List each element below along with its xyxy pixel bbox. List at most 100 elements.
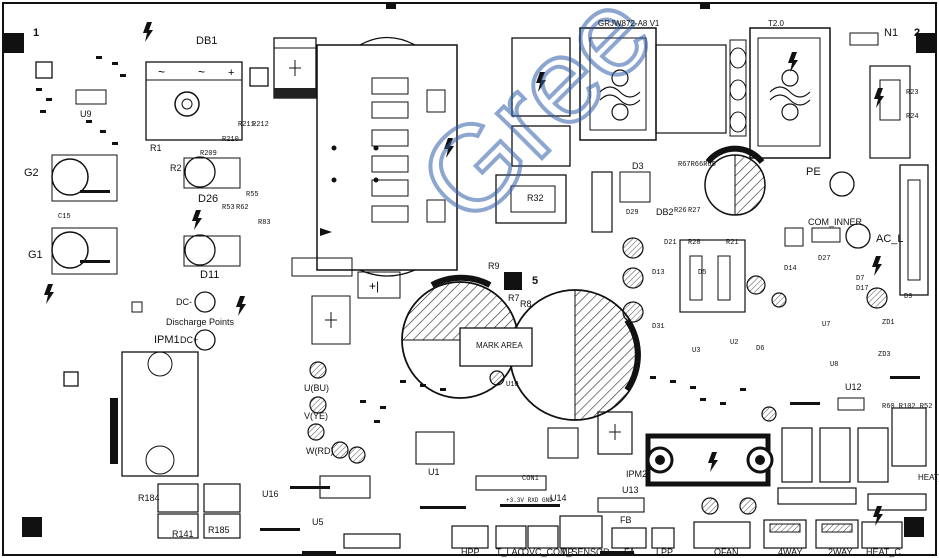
mount-pad-br	[904, 517, 924, 537]
d7-label: D7	[856, 275, 865, 283]
r7-label: R7	[508, 293, 520, 303]
d14-label: D14	[784, 265, 797, 273]
svg-text:~: ~	[158, 65, 165, 79]
connector-lpp: LPP	[656, 547, 674, 557]
c15-label: C15	[58, 213, 71, 221]
n1-label: N1	[884, 27, 899, 39]
corner-1-label: 1	[33, 27, 40, 39]
r26-label: R26	[674, 207, 687, 215]
u13-label: U13	[622, 485, 639, 495]
u7-label: U7	[822, 321, 831, 329]
r83-label: R83	[258, 219, 271, 227]
r210-label: R210	[222, 136, 239, 144]
d31-label: D31	[652, 323, 665, 331]
connector-t-lac: T_LAC	[496, 547, 525, 557]
mount-pad-tl	[4, 33, 24, 53]
connector-hpp: HPP	[461, 547, 480, 557]
connector-ofan: OFAN	[714, 547, 739, 557]
connector-fa: FA	[624, 547, 636, 557]
u2-label: U2	[730, 339, 739, 347]
zd1-label: ZD1	[882, 319, 895, 327]
zd3-label: ZD3	[878, 351, 891, 359]
r141-label: R141	[172, 529, 194, 539]
r55-label: R55	[246, 191, 259, 199]
mount-pad-bl	[22, 517, 42, 537]
g2-label: G2	[24, 167, 39, 179]
db1-label: DB1	[196, 35, 218, 47]
d29-label: D29	[626, 209, 639, 217]
r1-label: R1	[150, 143, 162, 153]
u12-label: U12	[845, 382, 862, 392]
u1-label: U1	[428, 467, 440, 477]
r2-label: R2	[170, 163, 182, 173]
five-label: 5	[532, 275, 539, 287]
fb-label: FB	[620, 515, 632, 525]
heat-right-label: HEAT_	[918, 473, 939, 482]
d21-label: D21	[664, 239, 677, 247]
svg-text:+|: +|	[369, 279, 379, 293]
svg-text:~: ~	[198, 65, 205, 79]
u9-label: U9	[80, 109, 92, 119]
r32-label: R32	[527, 193, 544, 203]
r185-label: R185	[208, 525, 230, 535]
svg-text:+: +	[228, 67, 234, 79]
connector-2way: 2WAY	[828, 547, 853, 557]
con1-label: CON1	[522, 475, 539, 483]
v-ye-label: V(YE)	[304, 411, 329, 421]
r53-label: R53	[222, 204, 235, 212]
r211-label: R211	[238, 121, 255, 129]
d5-label: D5	[698, 269, 707, 277]
r23-label: R23	[906, 89, 919, 97]
u16-label: U16	[262, 489, 279, 499]
r27-label: R27	[688, 207, 701, 215]
u3-label: U3	[692, 347, 701, 355]
r9-label: R9	[488, 261, 500, 271]
r212-label: R212	[252, 121, 269, 129]
d13-label: D13	[652, 269, 665, 277]
d3-label: D3	[632, 161, 644, 171]
connector-heat-c: HEAT_C	[866, 547, 901, 557]
mark-area-label: MARK AREA	[476, 341, 523, 350]
dc-plus-label: DC+	[180, 335, 199, 345]
ac-l-label: AC_L	[876, 233, 904, 245]
d6-label: D6	[756, 345, 765, 353]
connector-t-sensor: T_SENSOR	[561, 547, 610, 557]
connector-4way: 4WAY	[778, 547, 803, 557]
model-label: GRJW872-A8 V1	[598, 19, 660, 28]
pe-label: PE	[806, 166, 821, 178]
w-rd-label: W(RD)	[306, 446, 334, 456]
r28-label: R28	[688, 239, 701, 247]
u8-label: U8	[830, 361, 839, 369]
ipm1-label: IPM1	[154, 334, 180, 346]
u5-label: U5	[312, 517, 324, 527]
ipm2-label: IPM2	[626, 469, 648, 479]
discharge-points-label: Discharge Points	[166, 317, 235, 327]
transformer-label: T2.0	[768, 19, 785, 28]
r184-label: R184	[138, 493, 160, 503]
u10-label: U10	[506, 381, 519, 389]
u14-label: U14	[550, 493, 567, 503]
mount-pad-tr	[916, 33, 936, 53]
d9-label: D9	[904, 293, 913, 301]
r60-label: R60 R102 R52	[882, 403, 933, 411]
r21-label: R21	[726, 239, 739, 247]
u-bu-label: U(BU)	[304, 383, 329, 393]
d27-label: D27	[818, 255, 831, 263]
dc-minus-label: DC-	[176, 297, 192, 307]
d11-label: D11	[200, 269, 220, 281]
db2-label: DB2	[656, 207, 674, 217]
g1-label: G1	[28, 249, 43, 261]
r24-label: R24	[906, 113, 919, 121]
d26-label: D26	[198, 193, 219, 205]
r67-label: R67R66R65	[678, 161, 716, 169]
r62-label: R62	[236, 204, 249, 212]
uart-pins-label: +3.3V RXD GND	[506, 497, 553, 504]
r8-label: R8	[520, 299, 532, 309]
corner-2-label: 2	[914, 27, 921, 39]
d17-label: D17	[856, 285, 869, 293]
r209-label: R209	[200, 150, 217, 158]
com-inner-label: COM_INNER	[808, 217, 863, 227]
connector-ovc-comp: OVC_COMP	[522, 547, 574, 557]
